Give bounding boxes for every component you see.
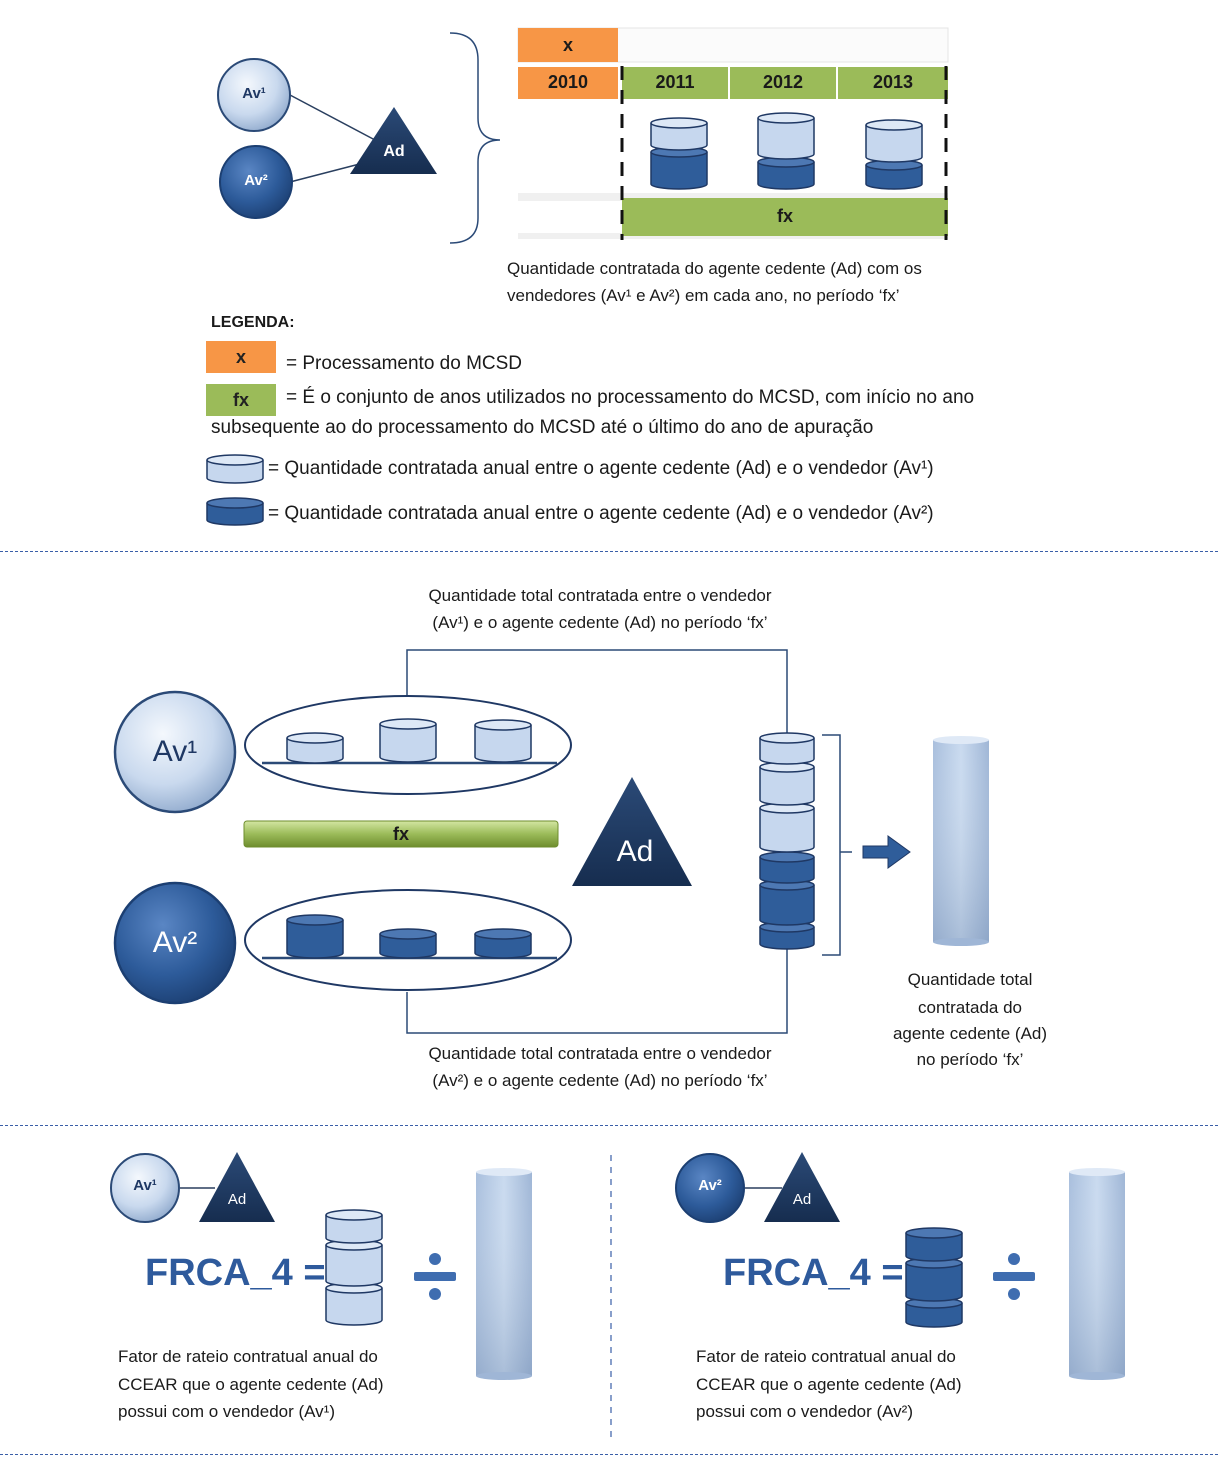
- av1-oval: [244, 695, 572, 795]
- ad-label-mid: Ad: [616, 835, 654, 868]
- legend-fx-box: fx: [206, 384, 276, 416]
- av1-cyl-1: [286, 732, 344, 764]
- bracket-right-mid: [822, 734, 852, 956]
- mid-right-caption-line1: Quantidade total: [907, 970, 1033, 989]
- year-2012-cell: [730, 67, 836, 99]
- section-divider-2: [0, 1125, 1218, 1126]
- legend-light-text: = Quantidade contratada anual entre o ag…: [268, 458, 934, 479]
- right-desc-line1: Fator de rateio contratual anual do: [696, 1347, 956, 1366]
- ad-triangle-mid: [572, 777, 692, 886]
- mid-bottom-caption-line1: Quantidade total contratada entre o vend…: [428, 1044, 772, 1063]
- connector-top: [406, 649, 788, 733]
- year-2010-cell: [518, 67, 618, 99]
- ad-triangle-top: [350, 107, 437, 174]
- av2-circle-mid: [113, 881, 237, 1005]
- av2-circle-bottom: [675, 1153, 745, 1223]
- legend-dark-text: = Quantidade contratada anual entre o ag…: [268, 503, 934, 524]
- section-divider-1: [0, 551, 1218, 552]
- year-2012-stack: [757, 112, 815, 190]
- year-2012-label: 2012: [762, 72, 804, 92]
- year-2011-label: 2011: [655, 72, 695, 92]
- link-av1-ad-top: [289, 94, 376, 141]
- x-cell-label: x: [562, 35, 573, 55]
- connector-bottom: [406, 946, 788, 1034]
- av1-circle-bottom: [110, 1153, 180, 1223]
- total-cylinder-bottom-right: [1069, 1168, 1125, 1380]
- year-2013-label: 2013: [872, 72, 914, 92]
- year-2013-cell: [838, 67, 948, 99]
- legend-fx-text-line2: subsequente ao do processamento do MCSD …: [211, 417, 874, 438]
- year-2010-label: 2010: [547, 72, 589, 92]
- av1-circle-mid: [113, 690, 237, 814]
- x-cell: [518, 28, 618, 62]
- year-2013-stack: [865, 119, 923, 190]
- fx-row-bar: [622, 198, 948, 236]
- ad-label-bottom-left: Ad: [227, 1191, 247, 1208]
- right-arrow-icon: [862, 835, 911, 869]
- mid-right-caption-line2: contratada do: [918, 998, 1022, 1017]
- top-caption-line1: Quantidade contratada do agente cedente …: [507, 259, 922, 278]
- av2-label-top: Av²: [244, 172, 268, 189]
- divide-icon-left: [414, 1253, 456, 1300]
- av2-cyl-3: [474, 928, 532, 959]
- mid-right-caption-line3: agente cedente (Ad): [892, 1024, 1048, 1043]
- legend-dark-cylinder-icon: [206, 497, 264, 526]
- av2-circle-top: [219, 145, 293, 219]
- legend-fx-text-line1: = É o conjunto de anos utilizados no pro…: [286, 387, 975, 408]
- ad-label-bottom-right: Ad: [792, 1191, 812, 1208]
- right-desc-line3: possui com o vendedor (Av²): [696, 1402, 914, 1421]
- brace-top: [449, 32, 501, 244]
- av1-circle-top: [217, 58, 291, 132]
- legend-x-box: x: [206, 341, 276, 373]
- av2-label-bottom: Av²: [698, 1177, 722, 1194]
- left-desc-line1: Fator de rateio contratual anual do: [118, 1347, 378, 1366]
- left-formula-stack: [325, 1209, 383, 1326]
- av2-label-mid: Av²: [152, 926, 198, 959]
- year-2011-stack: [650, 117, 708, 190]
- left-desc-line2: CCEAR que o agente cedente (Ad): [118, 1375, 384, 1394]
- ad-label-top: Ad: [383, 143, 405, 160]
- av1-label-mid: Av¹: [152, 735, 198, 768]
- av2-oval: [244, 889, 572, 991]
- right-formula-stack: [905, 1227, 963, 1328]
- av1-label-top: Av¹: [242, 85, 266, 102]
- mid-right-caption-line4: no período ‘fx’: [916, 1050, 1024, 1069]
- total-cylinder-bottom-left: [476, 1168, 532, 1380]
- year-2011-cell: [622, 67, 728, 99]
- section-divider-3: [0, 1454, 1218, 1455]
- top-caption-line2: vendedores (Av¹ e Av²) em cada ano, no p…: [507, 286, 900, 305]
- fx-bar-mid: [243, 820, 559, 848]
- total-cylinder-mid: [933, 736, 989, 946]
- legend-light-cylinder-icon: [206, 454, 264, 484]
- formula-left: FRCA_4 =: [145, 1252, 326, 1294]
- av1-label-bottom: Av¹: [133, 1177, 157, 1194]
- fx-row-label: fx: [776, 206, 793, 226]
- ad-triangle-bottom-right: [764, 1152, 840, 1222]
- legend-x-text: = Processamento do MCSD: [286, 353, 523, 374]
- av1-cyl-3: [474, 719, 532, 763]
- av2-cyl-2: [379, 928, 437, 959]
- fx-label-mid: fx: [392, 824, 409, 844]
- right-desc-line2: CCEAR que o agente cedente (Ad): [696, 1375, 962, 1394]
- total-stack-column: [759, 732, 815, 950]
- mid-bottom-caption-line2: (Av²) e o agente cedente (Ad) no período…: [432, 1071, 768, 1090]
- formula-right: FRCA_4 =: [723, 1252, 904, 1294]
- divide-icon-right: [993, 1253, 1035, 1300]
- left-desc-line3: possui com o vendedor (Av¹): [118, 1402, 336, 1421]
- av2-cyl-1: [286, 914, 344, 959]
- mid-top-caption-line2: (Av¹) e o agente cedente (Ad) no período…: [432, 613, 768, 632]
- av1-cyl-2: [379, 718, 437, 763]
- mid-top-caption-line1: Quantidade total contratada entre o vend…: [428, 586, 772, 605]
- ad-triangle-bottom-left: [199, 1152, 275, 1222]
- legend-title: LEGENDA:: [211, 314, 295, 331]
